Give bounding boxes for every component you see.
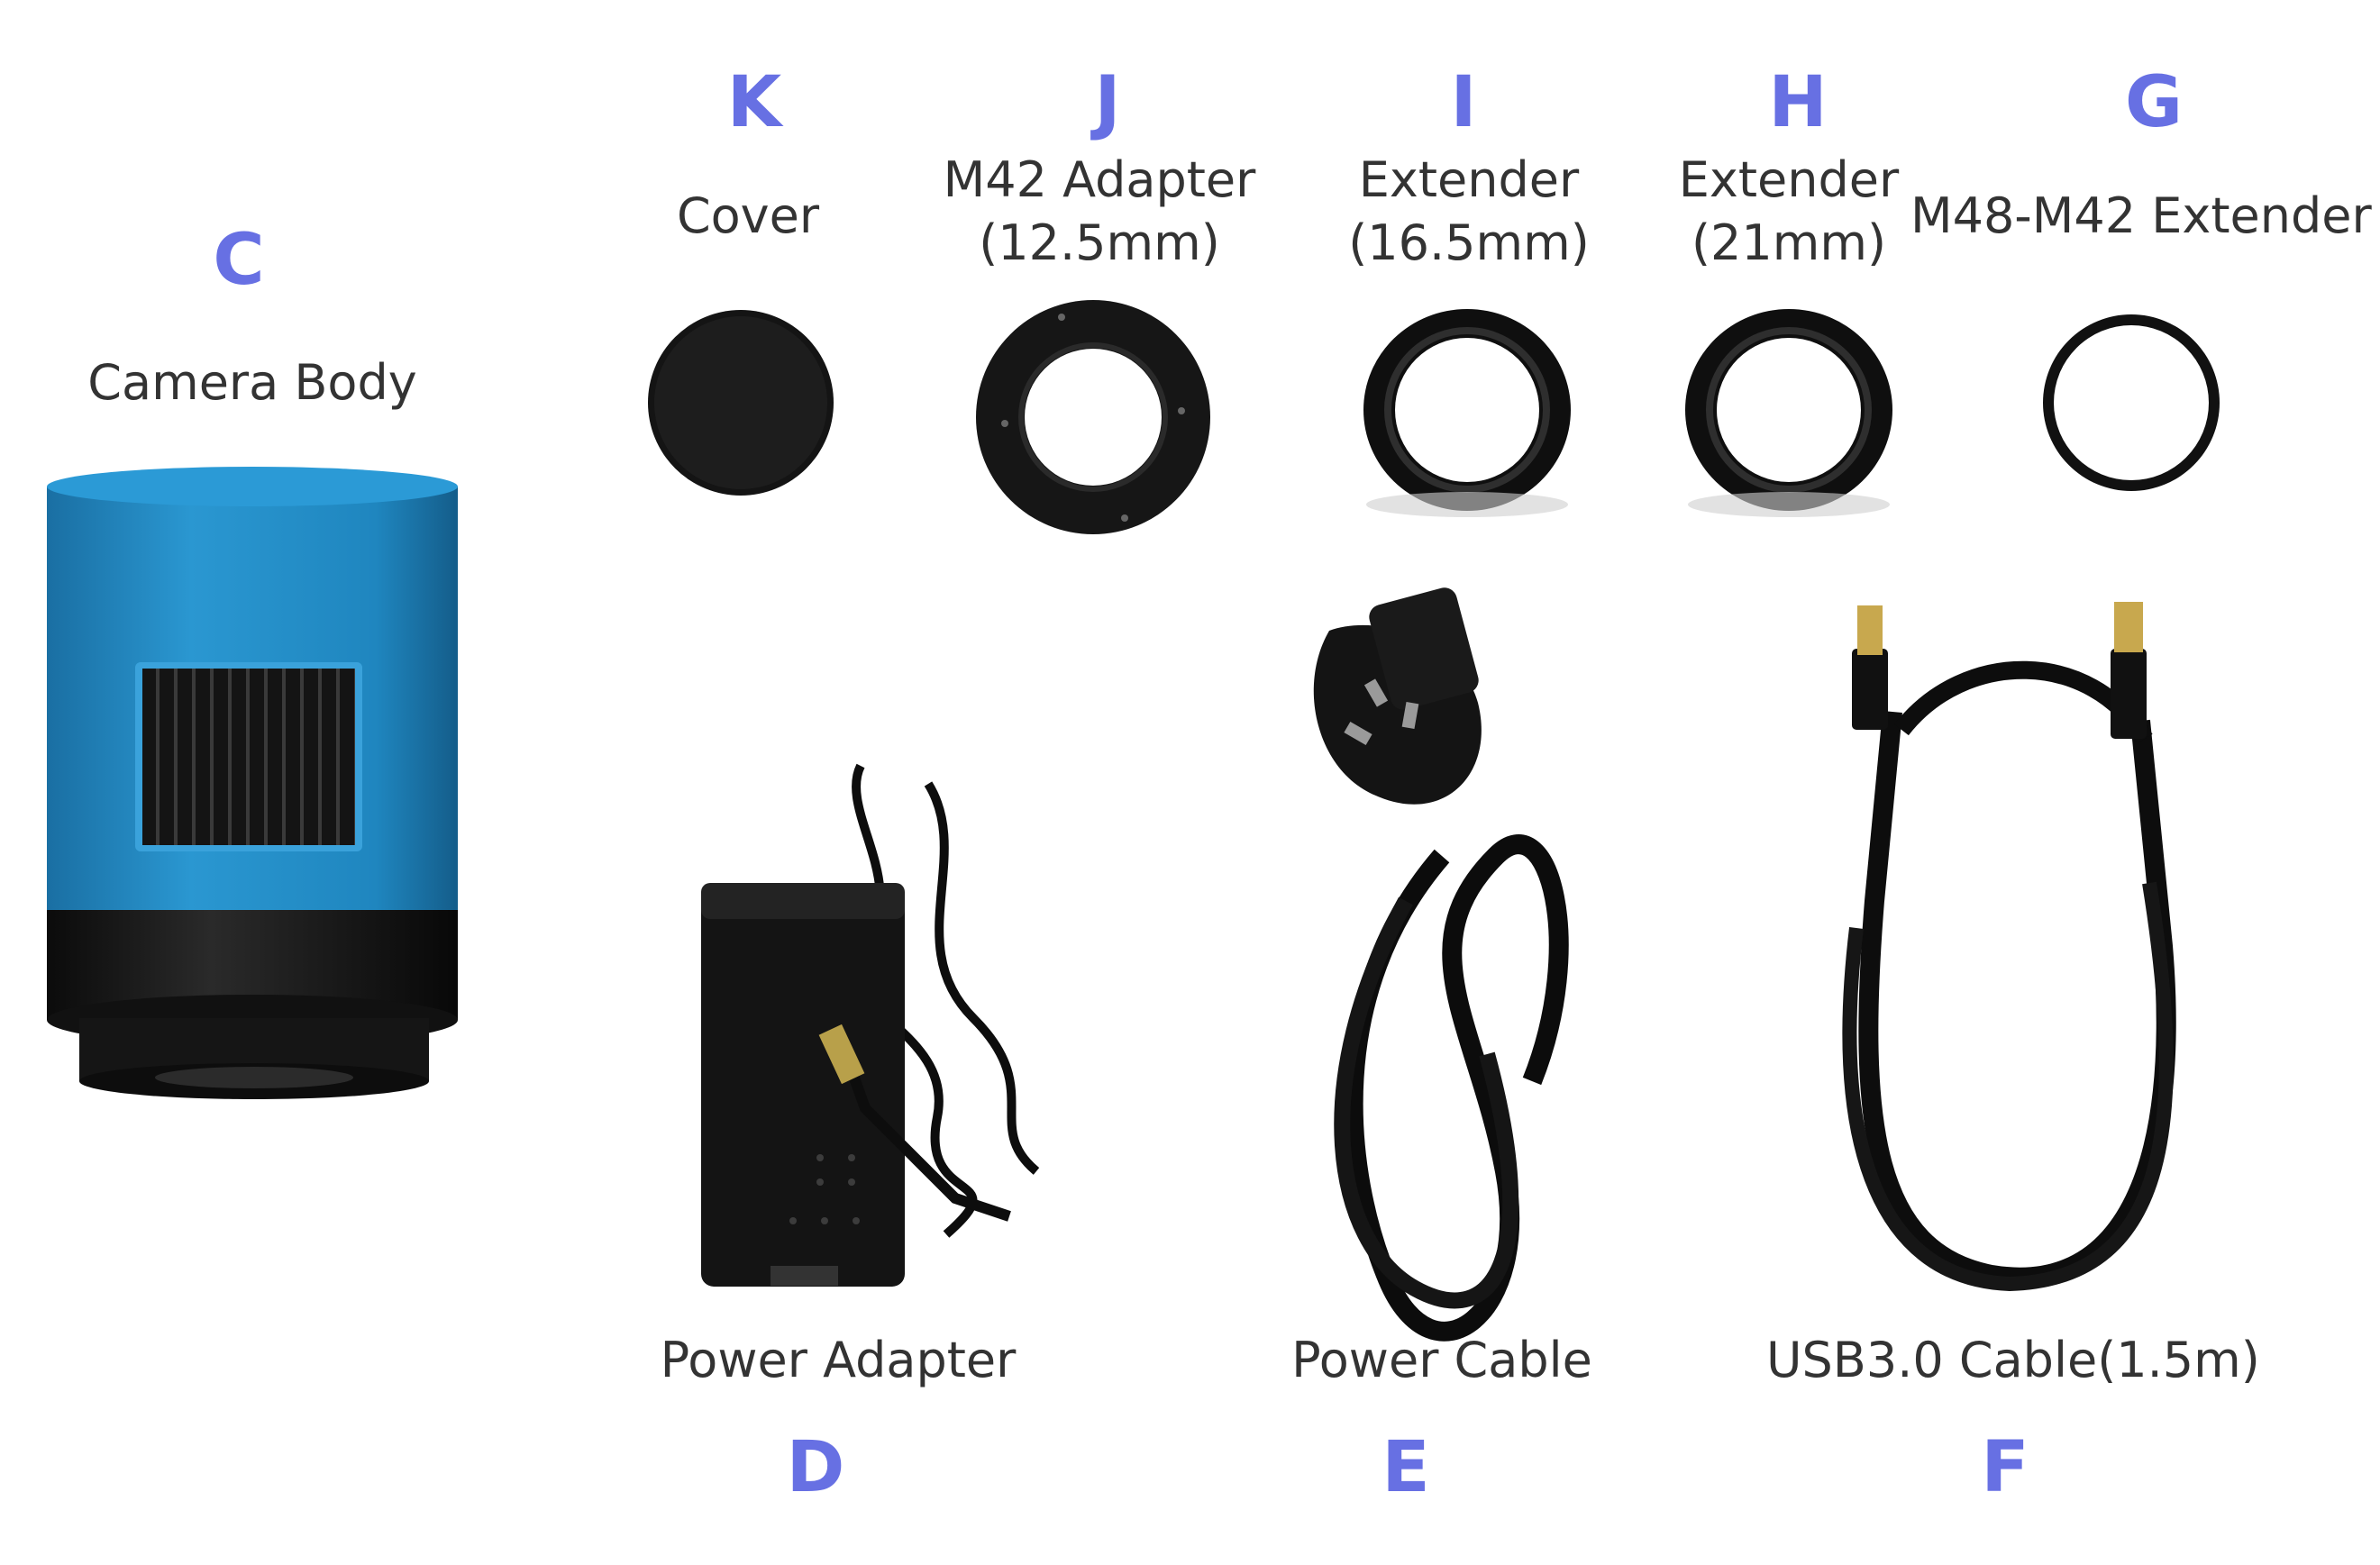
label-usb-cable: USB3.0 Cable(1.5m): [1766, 1332, 2260, 1388]
label-extender-21mm-line2: (21mm): [1691, 214, 1887, 272]
label-extender-16-5mm: Extender (16.5mm): [1325, 149, 1613, 275]
label-camera-body: Camera Body: [87, 354, 417, 411]
power-cable-image: [1313, 587, 1569, 1342]
letter-i: I: [1450, 62, 1477, 143]
label-cover: Cover: [676, 187, 820, 244]
label-m42-adapter-line1: M42 Adapter: [943, 151, 1256, 208]
extender-21mm-image: [1685, 309, 1892, 517]
extender-16-5mm-image: [1363, 309, 1571, 517]
letter-e: E: [1381, 1427, 1430, 1508]
label-extender-21mm-line1: Extender: [1678, 151, 1900, 208]
label-power-adapter: Power Adapter: [660, 1332, 1017, 1388]
usb-cable-image: [1842, 602, 2176, 1292]
m48-m42-extender-image: [2043, 314, 2220, 491]
letter-d: D: [786, 1427, 845, 1508]
label-extender-21mm: Extender (21mm): [1663, 149, 1915, 275]
label-m42-adapter-line2: (12.5mm): [979, 214, 1220, 272]
label-m48-m42-extender: M48-M42 Extender: [1910, 187, 2372, 244]
letter-f: F: [1981, 1427, 2029, 1508]
camera-body-image: [47, 467, 458, 1099]
label-extender-16-5mm-line2: (16.5mm): [1348, 214, 1590, 272]
letter-k: K: [726, 62, 782, 143]
letter-g: G: [2124, 62, 2184, 143]
cover-image: [648, 310, 834, 496]
power-adapter-image: [701, 763, 1040, 1287]
label-extender-16-5mm-line1: Extender: [1358, 151, 1580, 208]
letter-j: J: [1094, 62, 1121, 143]
label-m42-adapter: M42 Adapter (12.5mm): [937, 149, 1262, 275]
letter-h: H: [1768, 62, 1828, 143]
label-power-cable: Power Cable: [1291, 1332, 1592, 1388]
m42-adapter-image: [976, 300, 1210, 534]
letter-c: C: [213, 220, 265, 301]
